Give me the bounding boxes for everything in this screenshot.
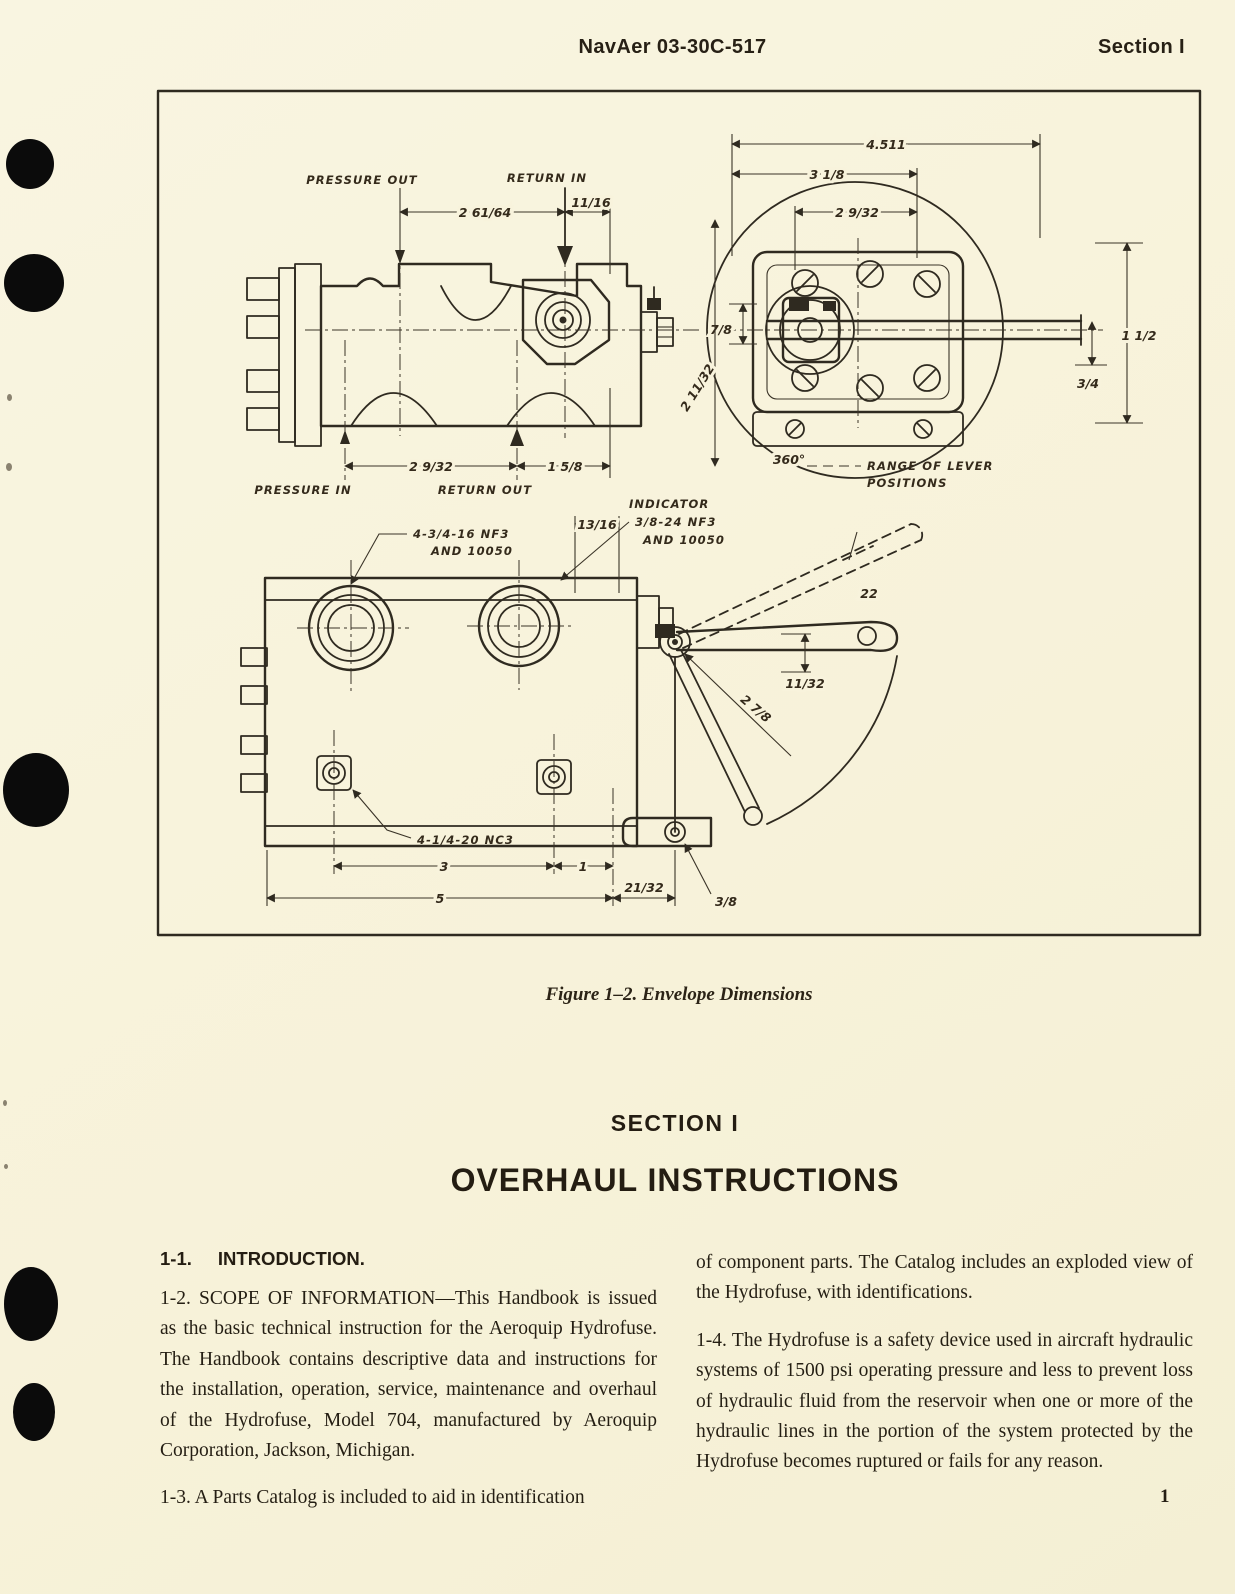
label-return-in: RETURN IN (507, 171, 587, 185)
label-pressure-out: PRESSURE OUT (306, 173, 418, 187)
paragraph-1-3: 1-3. A Parts Catalog is included to aid … (160, 1487, 585, 1509)
document-number: NavAer 03-30C-517 (578, 36, 767, 58)
dim-7-8: 7/8 (710, 322, 732, 337)
figure-envelope-dimensions: 2 61/64 11/16 PRESSURE OUT RETURN IN 2 9… (155, 88, 1203, 938)
dim-5: 5 (436, 891, 445, 906)
label-port-thread-1: 4-3/4-16 NF3 (412, 527, 509, 541)
dim-22: 22 (860, 586, 877, 601)
punch-hole (3, 753, 69, 827)
dim-11-32: 11/32 (785, 676, 824, 691)
bottom-view-drawing: 4-3/4-16 NF3 AND 10050 13/16 INDICATOR 3… (240, 497, 924, 912)
end-view-drawing: 4.511 3 1/8 2 9/32 7/8 2 11/32 1 1/2 3/4… (674, 134, 1160, 490)
dim-2-11-32: 2 11/32 (677, 361, 717, 413)
paragraph-1-2: 1-2. SCOPE OF INFORMATION—This Handbook … (160, 1288, 657, 1462)
label-port-thread-2: AND 10050 (430, 544, 513, 558)
label-360-degrees: 360° (773, 452, 805, 467)
section-heading: SECTION I (610, 1110, 740, 1136)
dim-3-1-8: 3 1/8 (809, 167, 844, 182)
label-positions: POSITIONS (867, 476, 947, 490)
punch-hole (13, 1383, 55, 1441)
label-return-out: RETURN OUT (438, 483, 532, 497)
scan-speck (6, 463, 12, 471)
paragraph-1-3-continued: of component parts. The Catalog includes… (696, 1252, 1193, 1304)
label-pressure-in: PRESSURE IN (254, 483, 351, 497)
body-column-left: 1-1. INTRODUCTION. 1-2. SCOPE OF INFORMAT… (160, 1248, 657, 1531)
punch-hole (4, 1267, 58, 1341)
label-bolt-thread: 4-1/4-20 NC3 (416, 833, 514, 847)
dim-13-16: 13/16 (577, 517, 617, 532)
figure-caption: Figure 1–2. Envelope Dimensions (545, 984, 813, 1005)
dim-1-5-8: 1 5/8 (547, 459, 582, 474)
intro-heading: 1-1. INTRODUCTION. (160, 1248, 657, 1270)
label-range-of-lever: RANGE OF LEVER (867, 459, 994, 473)
envelope-dimensions-drawing: 2 61/64 11/16 PRESSURE OUT RETURN IN 2 9… (156, 89, 1202, 937)
dim-2-7-8: 2 7/8 (738, 692, 775, 726)
label-indicator-2: 3/8-24 NF3 (635, 515, 716, 529)
label-indicator-3: AND 10050 (642, 533, 725, 547)
dim-2-9-32-ports: 2 9/32 (409, 459, 453, 474)
dim-11-16: 11/16 (571, 195, 611, 210)
punch-hole (4, 254, 64, 312)
dim-3: 3 (440, 859, 449, 874)
figure-border (156, 89, 1202, 937)
header-section-label: Section I (1098, 36, 1185, 58)
dim-3-4: 3/4 (1077, 376, 1099, 391)
dim-21-32: 21/32 (624, 880, 663, 895)
scan-speck (7, 394, 12, 401)
page-number: 1 (1160, 1486, 1170, 1507)
dim-3-8: 3/8 (715, 894, 737, 909)
section-title: OVERHAUL INSTRUCTIONS (450, 1162, 900, 1198)
label-indicator-1: INDICATOR (629, 497, 709, 511)
dim-4-511: 4.511 (865, 137, 906, 152)
body-column-right: of component parts. The Catalog includes… (696, 1248, 1193, 1495)
dim-1: 1 (579, 859, 588, 874)
scan-speck (3, 1100, 7, 1106)
scan-speck (4, 1164, 8, 1169)
intro-heading-text: INTRODUCTION. (217, 1248, 365, 1269)
punch-hole (6, 139, 54, 189)
side-view-drawing: 2 61/64 11/16 PRESSURE OUT RETURN IN 2 9… (246, 171, 700, 497)
dim-2-61-64: 2 61/64 (459, 205, 511, 220)
intro-heading-number: 1-1. (160, 1248, 192, 1269)
dim-1-1-2: 1 1/2 (1121, 328, 1156, 343)
paragraph-1-4: 1-4. The Hydrofuse is a safety device us… (696, 1329, 1193, 1473)
dim-2-9-32-top: 2 9/32 (835, 205, 879, 220)
